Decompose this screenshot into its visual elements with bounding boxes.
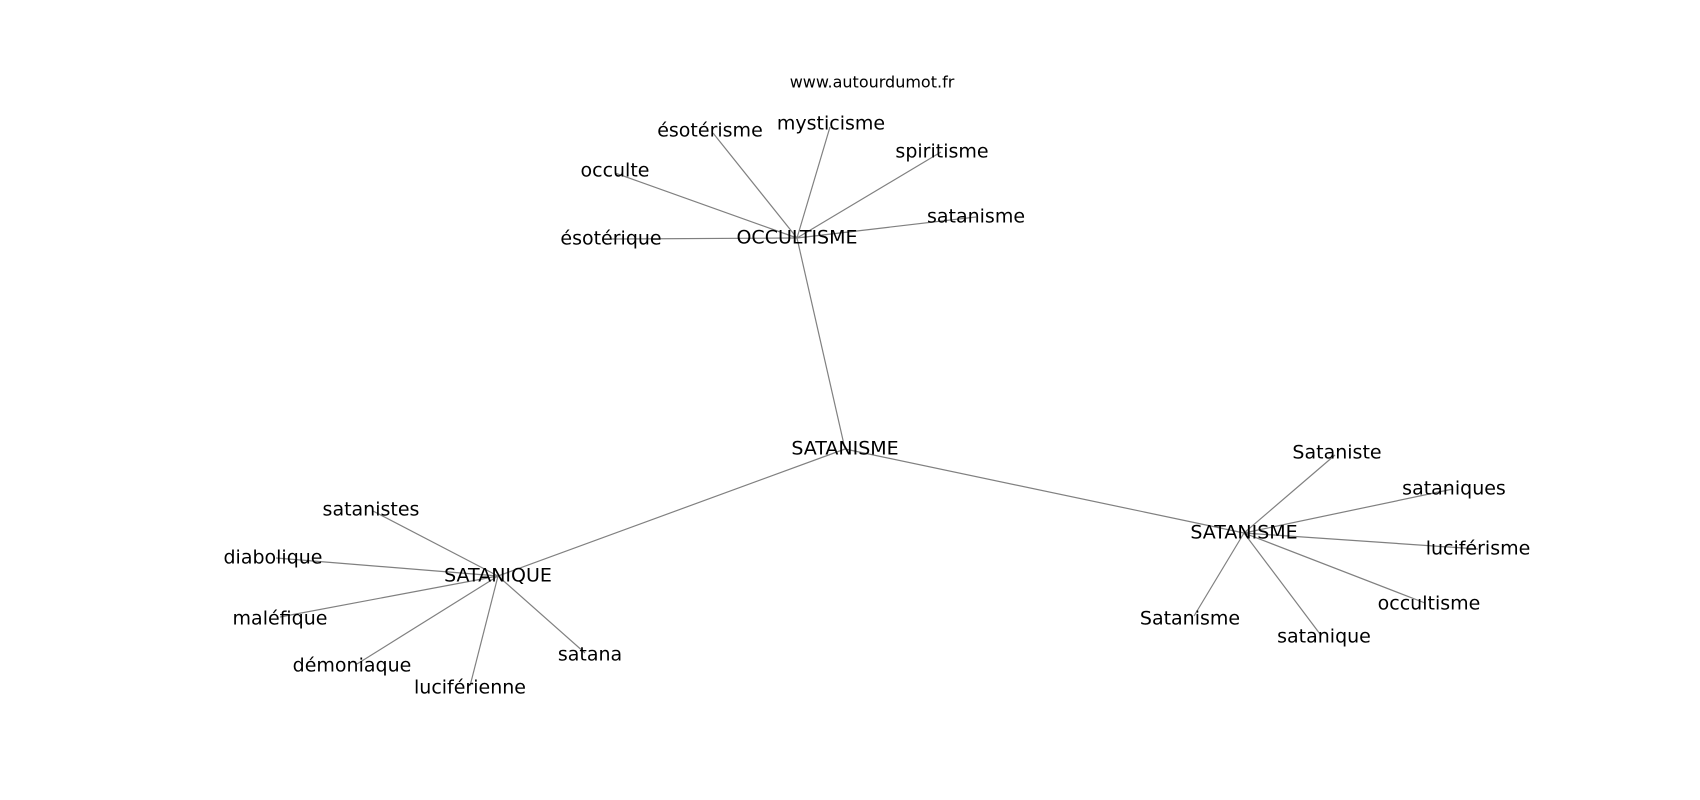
node-satanistes: satanistes [323, 499, 420, 521]
node-spiritisme: spiritisme [895, 141, 988, 163]
edge-satanique_hub-diabolique [275, 557, 499, 577]
node-esoterique: ésotérique [560, 228, 661, 250]
node-satanisme_cap: Satanisme [1140, 608, 1240, 630]
graph-edges [275, 126, 1479, 687]
source-watermark: www.autourdumot.fr [790, 73, 955, 92]
node-satanisme_hub: SATANISME [1190, 522, 1297, 544]
node-luciferisme: luciférisme [1426, 538, 1531, 560]
edge-satanique_hub-luciferienne [469, 575, 499, 687]
edge-occultisme_hub-satanisme_leaf [796, 216, 977, 239]
node-occultisme_hub: OCCULTISME [736, 227, 857, 249]
edge-occultisme_hub-esoterique [610, 237, 798, 240]
node-mysticisme: mysticisme [777, 113, 885, 135]
edge-root-satanisme_hub [844, 448, 1245, 534]
node-satanisme_leaf: satanisme [927, 206, 1025, 228]
node-esoterisme: ésotérisme [657, 120, 763, 142]
node-diabolique: diabolique [223, 547, 322, 569]
graph-nodes: SATANISME OCCULTISME SATANIQUE SATANISME éso… [223, 113, 1530, 699]
edge-root-satanique_hub [497, 448, 846, 577]
edge-occultisme_hub-mysticisme [796, 126, 831, 239]
edge-occultisme_hub-occulte [614, 172, 798, 239]
edge-satanisme_hub-satanisme_cap [1193, 532, 1245, 617]
edge-satanisme_hub-sataniques [1243, 488, 1454, 534]
edge-satanique_hub-demoniaque [356, 575, 499, 665]
node-occulte: occulte [581, 160, 650, 182]
edge-satanique_hub-satanistes [372, 510, 499, 577]
edge-satanisme_hub-sataniste [1243, 454, 1336, 534]
edge-satanisme_hub-occultisme_leaf [1243, 532, 1426, 604]
edge-occultisme_hub-spiritisme [796, 151, 942, 239]
node-satana: satana [558, 644, 622, 666]
edge-satanique_hub-satana [497, 575, 586, 654]
node-sataniques: sataniques [1402, 478, 1506, 500]
node-root: SATANISME [791, 438, 898, 460]
edge-satanique_hub-malefique [279, 575, 499, 618]
edge-occultisme_hub-esoterisme [712, 132, 798, 239]
node-occultisme_leaf: occultisme [1378, 593, 1481, 615]
node-satanique_leaf: satanique [1277, 626, 1371, 648]
node-demoniaque: démoniaque [293, 655, 412, 677]
node-malefique: maléfique [233, 608, 328, 630]
node-sataniste: Sataniste [1292, 442, 1381, 464]
node-satanique_hub: SATANIQUE [444, 565, 552, 587]
edge-satanisme_hub-satanique_leaf [1243, 532, 1321, 635]
edge-root-occultisme_hub [796, 237, 846, 450]
node-luciferienne: luciférienne [414, 677, 526, 699]
edge-satanisme_hub-luciferisme [1243, 532, 1479, 550]
